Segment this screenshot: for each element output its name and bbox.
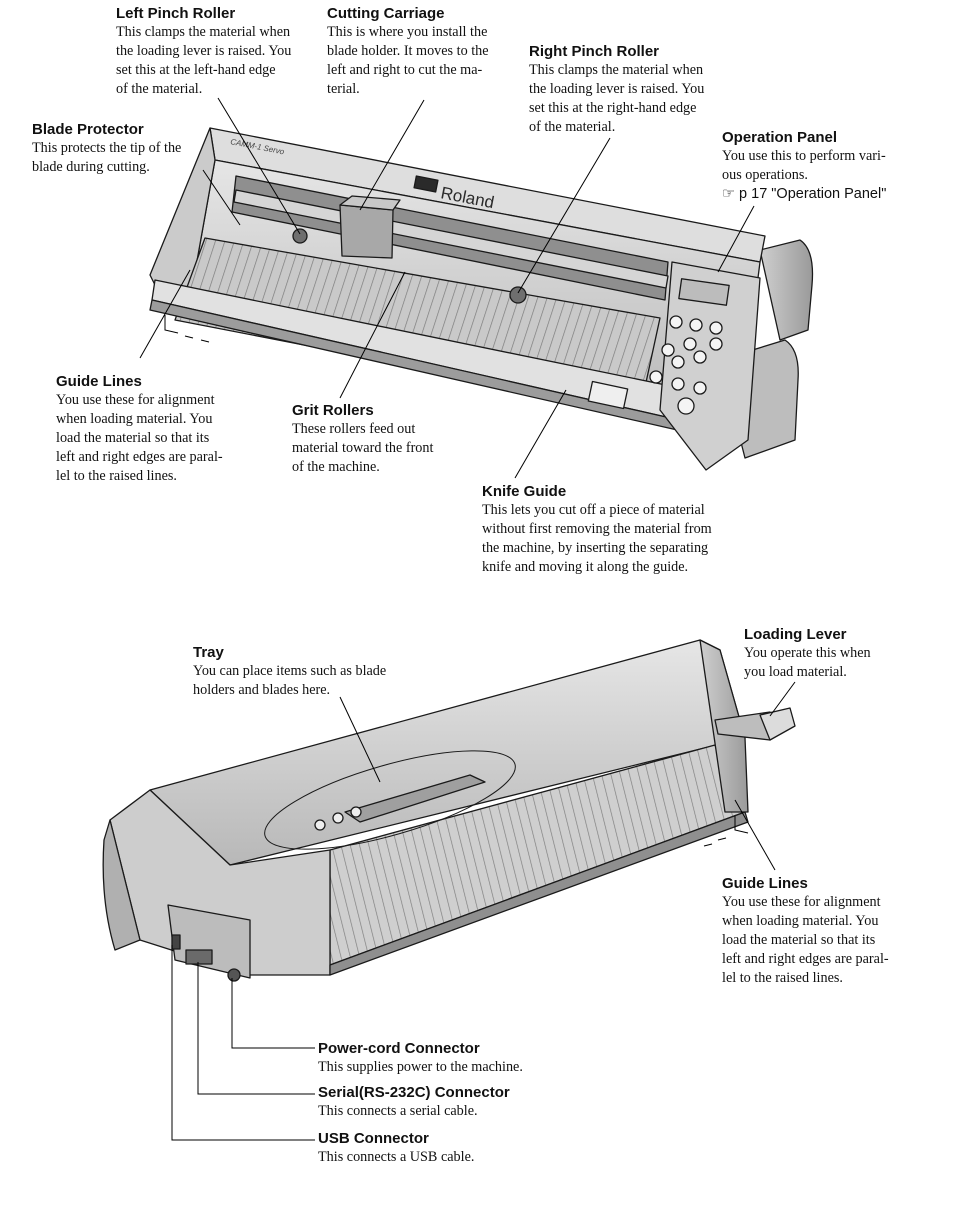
callout-usb-connector: USB Connector This connects a USB cable. (318, 1129, 578, 1167)
reference-hand-icon: ☞ (722, 186, 735, 202)
guide-lines-front-title: Guide Lines (56, 373, 142, 390)
leader-guide-lines-rear (734, 799, 776, 871)
tray-recess (344, 774, 486, 823)
cutter-rear-view (102, 639, 796, 982)
guide-dash-front-1 (184, 335, 194, 339)
cutting-carriage-top (339, 195, 401, 211)
right-pinch-roller-title: Right Pinch Roller (529, 43, 660, 60)
loading-lever-title: Loading Lever (744, 626, 847, 643)
serial-connector-desc: This connects a serial cable. (318, 1103, 478, 1119)
callout-guide-lines-rear: Guide Lines You use these for alignment … (722, 874, 918, 988)
callout-blade-protector: Blade Protector This protects the tip of… (32, 120, 212, 177)
callout-operation-panel: Operation Panel You use this to perform … (722, 128, 962, 204)
callout-power-cord-connector: Power-cord Connector This supplies power… (318, 1039, 578, 1077)
grit-rollers-desc: These rollers feed out material toward t… (292, 421, 434, 475)
guide-mark-rear (734, 816, 749, 834)
panel-buttons (649, 315, 723, 415)
warning-sticker (587, 380, 629, 410)
left-pinch-roller (292, 228, 308, 244)
callout-tray: Tray You can place items such as blade h… (193, 643, 433, 700)
leader-usb (171, 945, 315, 1141)
callout-cutting-carriage: Cutting Carriage This is where you insta… (327, 4, 513, 99)
leader-guide-lines-front (139, 269, 191, 359)
leader-loading-lever (769, 681, 796, 717)
cutting-carriage-body (339, 204, 394, 259)
operation-panel-block (659, 261, 761, 471)
knife-guide-title: Knife Guide (482, 483, 567, 500)
callout-loading-lever: Loading Lever You operate this when you … (744, 625, 934, 682)
guide-dash-front-2 (200, 339, 210, 343)
guide-lines-rear-desc: You use these for alignment when loading… (722, 894, 889, 986)
operation-panel-ref[interactable]: ☞ p 17 "Operation Panel" (722, 185, 962, 204)
operation-panel-title: Operation Panel (722, 129, 838, 146)
callout-serial-connector: Serial(RS-232C) Connector This connects … (318, 1083, 578, 1121)
left-pinch-roller-desc: This clamps the material when the loadin… (116, 24, 292, 97)
operation-panel-desc: You use this to perform vari- ous operat… (722, 148, 886, 183)
callout-guide-lines-front: Guide Lines You use these for alignment … (56, 372, 246, 486)
rear-left-end (102, 819, 141, 951)
tray-desc: You can place items such as blade holder… (193, 663, 387, 698)
leader-cutting-carriage (359, 99, 425, 211)
leader-lines (139, 97, 796, 1141)
guide-mark-front (164, 315, 179, 334)
callout-grit-rollers: Grit Rollers These rollers feed out mate… (292, 401, 462, 477)
left-pinch-roller-title: Left Pinch Roller (116, 5, 236, 22)
knife-guide-desc: This lets you cut off a piece of materia… (482, 502, 712, 575)
loading-lever-handle (759, 707, 796, 741)
callout-right-pinch-roller: Right Pinch Roller This clamps the mater… (529, 42, 735, 137)
blade-protector-desc: This protects the tip of the blade durin… (32, 140, 182, 175)
callout-left-pinch-roller: Left Pinch Roller This clamps the materi… (116, 4, 312, 99)
leader-tray (339, 696, 381, 783)
brand-plate (413, 175, 439, 193)
guide-lines-rear-title: Guide Lines (722, 875, 808, 892)
blade-protector-title: Blade Protector (32, 121, 144, 138)
tray-title: Tray (193, 644, 224, 661)
power-port (227, 968, 241, 982)
guide-dash-rear-2 (703, 843, 713, 847)
grit-rollers-title: Grit Rollers (292, 402, 374, 419)
leader-knife-guide (514, 389, 567, 479)
guide-lines-front-desc: You use these for alignment when loading… (56, 392, 223, 484)
leader-power-cord (231, 978, 315, 1049)
cutting-carriage-desc: This is where you install the blade hold… (327, 24, 489, 97)
operation-panel-ref-text: p 17 "Operation Panel" (739, 186, 887, 202)
serial-connector-title: Serial(RS-232C) Connector (318, 1084, 510, 1101)
loading-lever-desc: You operate this when you load material. (744, 645, 871, 680)
rear-left-block (109, 789, 331, 976)
guide-dash-rear-1 (717, 837, 727, 841)
right-pinch-roller-desc: This clamps the material when the loadin… (529, 62, 705, 135)
leader-right-pinch-roller (517, 137, 611, 294)
callout-knife-guide: Knife Guide This lets you cut off a piec… (482, 482, 752, 577)
usb-port (171, 934, 181, 950)
right-pinch-roller (509, 286, 527, 304)
power-cord-connector-title: Power-cord Connector (318, 1040, 480, 1057)
power-cord-connector-desc: This supplies power to the machine. (318, 1059, 523, 1075)
panel-display (678, 278, 730, 306)
leader-grit-rollers (339, 271, 406, 399)
cutter-front-view: Roland CAMM-1 Servo (149, 127, 814, 471)
leader-serial (197, 962, 315, 1095)
usb-connector-title: USB Connector (318, 1130, 429, 1147)
right-end-cap (759, 239, 814, 341)
tray-holes (314, 806, 362, 831)
usb-connector-desc: This connects a USB cable. (318, 1149, 475, 1165)
serial-port (185, 949, 213, 965)
leader-blade-protector (202, 169, 241, 226)
leader-left-pinch-roller (217, 97, 301, 235)
leader-operation-panel (717, 205, 755, 273)
cutting-carriage-title: Cutting Carriage (327, 5, 445, 22)
tray-outline (264, 750, 516, 850)
